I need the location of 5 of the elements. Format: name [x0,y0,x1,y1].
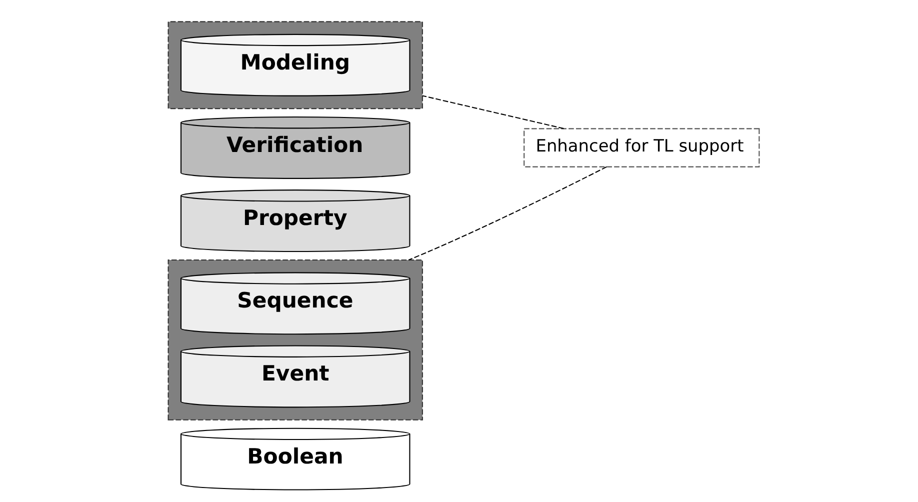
connector [408,166,606,260]
cluster [167,258,422,420]
node-box: Enhanced for TL support [523,128,760,167]
connector [422,94,564,129]
cluster [167,20,422,109]
